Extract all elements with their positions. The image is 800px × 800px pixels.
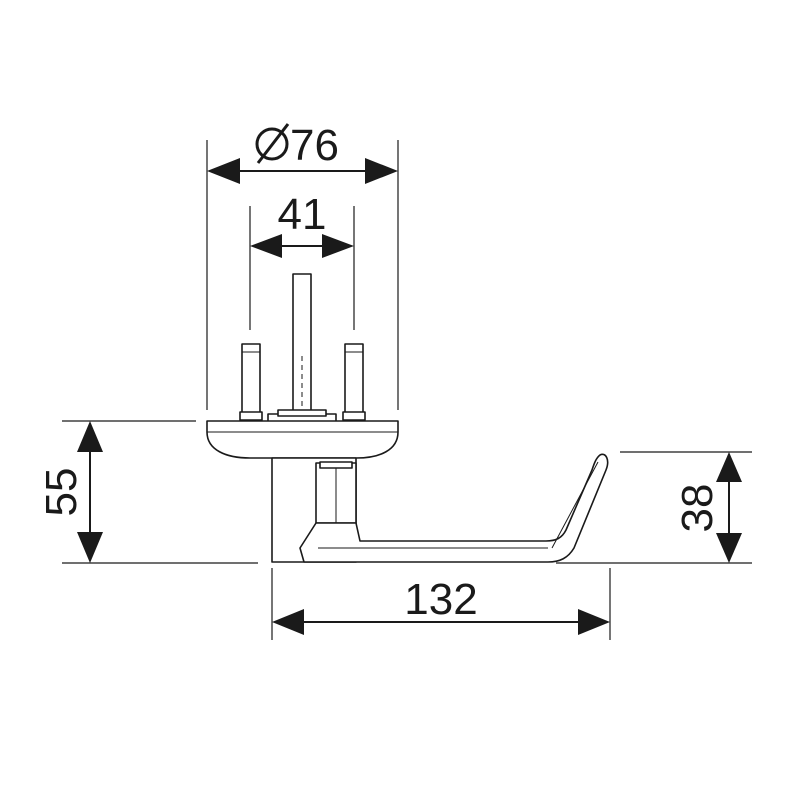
spindle-collar [267, 409, 337, 423]
diameter-label: 76 [290, 121, 339, 170]
arrow-right-icon [578, 609, 610, 635]
dimension-pin-spacing: 41 [250, 190, 354, 258]
dimension-handle-height: 38 [673, 452, 742, 563]
door-handle-part [206, 273, 609, 563]
fixing-pin-left [239, 343, 263, 421]
arrow-up-icon [716, 452, 742, 482]
spindle [292, 273, 312, 415]
fixing-pin-right [342, 343, 366, 421]
arrow-down-icon [716, 533, 742, 563]
arrow-left-icon [250, 234, 282, 258]
diameter-symbol-icon [255, 123, 290, 164]
arrow-left-icon [272, 609, 304, 635]
arrow-left-icon [207, 158, 240, 184]
handle-length-label: 132 [404, 575, 477, 624]
dimension-diameter: 76 [207, 121, 398, 184]
arrow-down-icon [77, 532, 103, 563]
arrow-right-icon [365, 158, 398, 184]
pin-spacing-label: 41 [278, 190, 327, 239]
rose-plate [206, 420, 399, 459]
lever-handle [299, 453, 609, 563]
arrow-up-icon [77, 421, 103, 452]
extension-lines [62, 140, 752, 640]
arrow-right-icon [322, 234, 354, 258]
handle-height-label: 38 [673, 484, 722, 533]
dimension-handle-length: 132 [272, 575, 610, 635]
dimension-rose-height: 55 [37, 421, 103, 563]
rose-height-label: 55 [37, 468, 86, 517]
